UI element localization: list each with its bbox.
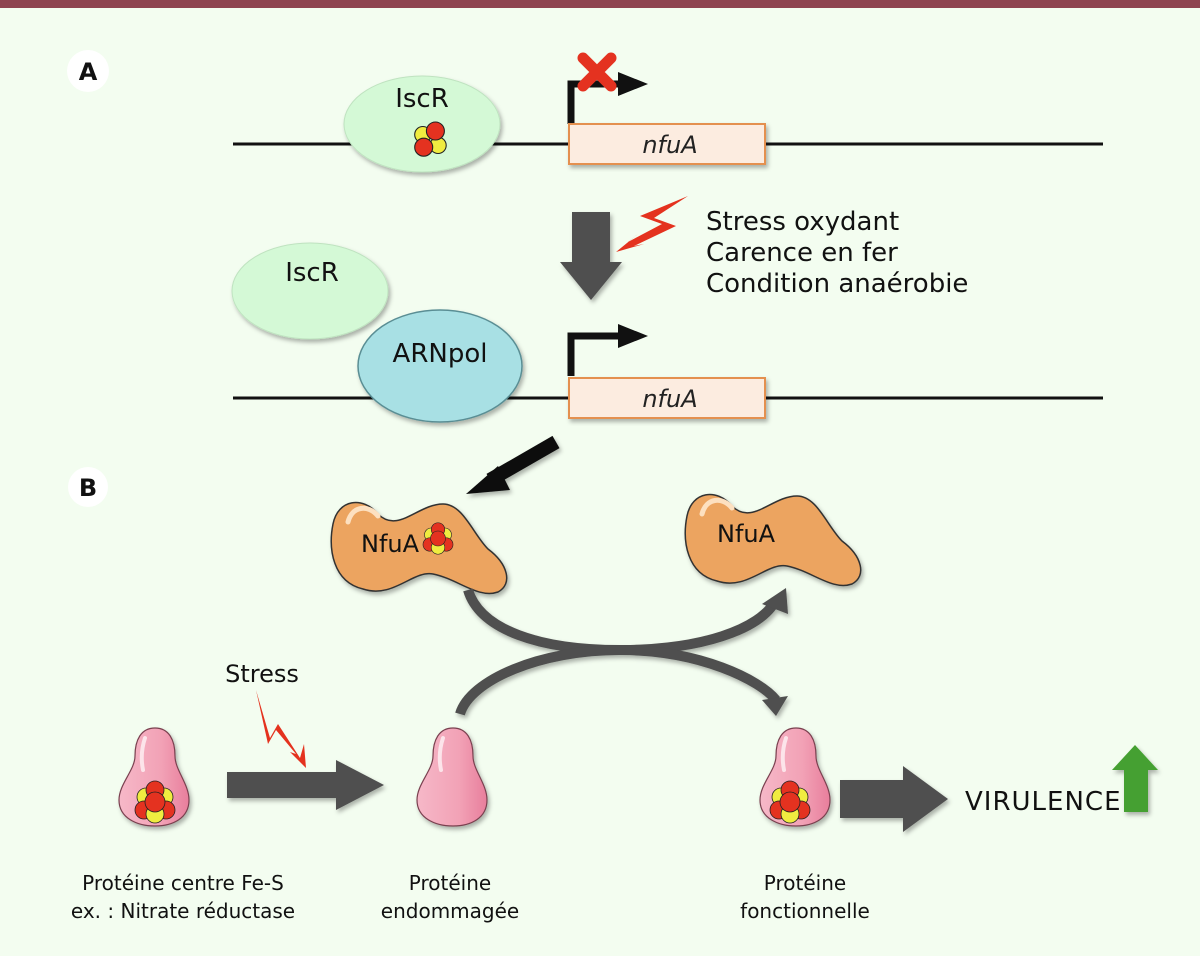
iscr-apo: IscR: [231, 242, 389, 340]
nfua-empty: NfuA: [684, 493, 862, 587]
damage-arrow: [227, 760, 384, 810]
protein-functional-label-line1: Protéine: [764, 871, 846, 895]
nfua-loaded: NfuA: [330, 501, 508, 595]
fes-cluster-icon: [414, 121, 447, 157]
gene-label-top: nfuA: [642, 131, 697, 159]
protein-damaged: [416, 727, 488, 827]
virulence-arrow: [840, 766, 948, 832]
protein-fes-label-line2: ex. : Nitrate réductase: [71, 899, 295, 923]
conditions-list: Stress oxydant Carence en fer Condition …: [706, 207, 968, 299]
stress-label: Stress: [225, 660, 299, 688]
nfua-empty-label: NfuA: [717, 520, 776, 548]
promoter-arrow-active-icon: [567, 324, 648, 376]
condition-item: Stress oxydant: [706, 207, 899, 237]
promoter-arrow-blocked-icon: [567, 52, 648, 124]
arnpol-label: ARNpol: [393, 339, 488, 369]
iscr-label-bottom: IscR: [285, 258, 339, 288]
increase-arrow-icon: [1112, 745, 1158, 812]
top-border-bar: [0, 0, 1200, 8]
expression-arrow: [466, 435, 560, 494]
protein-damaged-label-line2: endommagée: [381, 899, 519, 923]
panel-b-badge: B: [68, 467, 108, 507]
blocked-x-icon: [577, 52, 617, 92]
protein-damaged-label-line1: Protéine: [409, 871, 491, 895]
protein-fes: [118, 727, 190, 827]
transfer-arrows: [455, 588, 788, 716]
condition-item: Condition anaérobie: [706, 269, 968, 299]
iscr-label-top: IscR: [395, 84, 449, 114]
gene-nfua-top: nfuA: [568, 123, 766, 165]
iscr-holo-bound: IscR: [343, 75, 501, 173]
virulence-label: VIRULENCE: [965, 787, 1122, 817]
protein-fes-label-line1: Protéine centre Fe-S: [82, 871, 284, 895]
protein-functional-label-line2: fonctionnelle: [740, 899, 870, 923]
nfua-loaded-label: NfuA: [361, 530, 420, 558]
panel-a-letter: A: [79, 58, 98, 86]
gene-label-bottom: nfuA: [642, 385, 697, 413]
panel-a-badge: A: [67, 50, 109, 92]
transition-down-arrow: [560, 212, 622, 300]
arnpol-polymerase: ARNpol: [357, 309, 523, 423]
stress-lightning-icon: [256, 690, 306, 768]
lightning-icon: [616, 196, 688, 252]
protein-functional: [759, 727, 831, 827]
condition-item: Carence en fer: [706, 238, 898, 268]
gene-nfua-bottom: nfuA: [568, 377, 766, 419]
panel-b-letter: B: [79, 474, 97, 502]
